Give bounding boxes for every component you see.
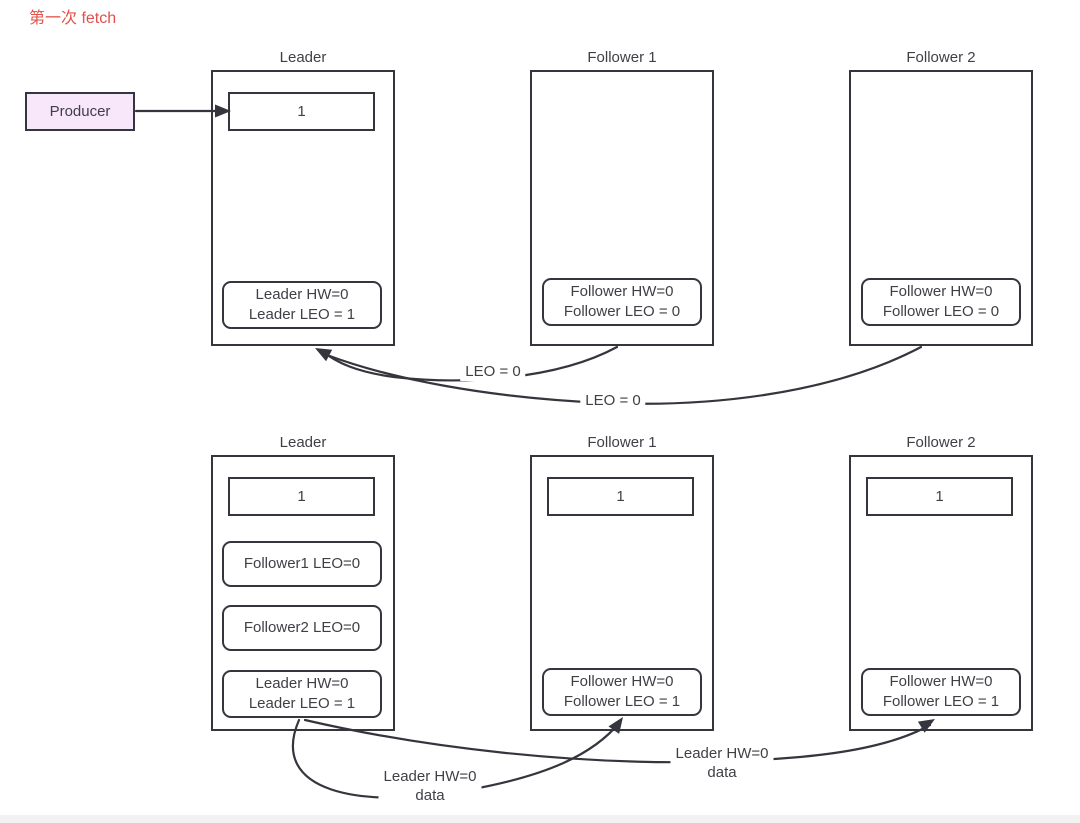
bottom-leader-record: 1 [228,477,375,516]
bottom-leader-follower2-leo: Follower2 LEO=0 [222,605,382,651]
top-follower2-info: Follower HW=0 Follower LEO = 0 [861,278,1021,326]
bottom-follower2-title: Follower 2 [906,434,976,451]
bottom-leader-hw: Leader HW=0 [255,675,349,692]
fetch-label-follower1: LEO = 0 [460,362,526,381]
bottom-follower2-node: 1 Follower HW=0 Follower LEO = 1 [849,455,1033,731]
top-follower2-hw: Follower HW=0 [889,283,993,300]
bottom-follower2-leo: Follower LEO = 1 [882,693,1000,710]
bottom-follower1-leo: Follower LEO = 1 [563,693,681,710]
top-leader-title: Leader [279,49,327,66]
bottom-leader-node: 1 Follower1 LEO=0 Follower2 LEO=0 Leader… [211,455,395,731]
page-title: 第一次 fetch [29,10,117,27]
top-leader-node: 1 Leader HW=0 Leader LEO = 1 [211,70,395,346]
response-label-follower2-line2: data [707,764,737,781]
response-label-follower2: Leader HW=0 data [670,744,774,782]
top-leader-info: Leader HW=0 Leader LEO = 1 [222,281,382,329]
top-follower2-leo: Follower LEO = 0 [882,303,1000,320]
bottom-leader-leo: Leader LEO = 1 [248,695,356,712]
bottom-follower2-info: Follower HW=0 Follower LEO = 1 [861,668,1021,716]
bottom-leader-title: Leader [279,434,327,451]
bottom-leader-follower2-leo-text: Follower2 LEO=0 [243,619,361,636]
bottom-follower1-hw: Follower HW=0 [570,673,674,690]
fetch-label-follower2: LEO = 0 [580,391,646,410]
response-label-follower1: Leader HW=0 data [378,767,482,805]
bottom-leader-follower1-leo-text: Follower1 LEO=0 [243,555,361,572]
top-follower1-title: Follower 1 [587,49,657,66]
top-leader-record: 1 [228,92,375,131]
response-label-follower1-line1: Leader HW=0 [383,768,477,785]
top-leader-leo: Leader LEO = 1 [248,306,356,323]
top-leader-hw: Leader HW=0 [255,286,349,303]
bottom-edge-strip [0,815,1080,823]
top-follower1-leo: Follower LEO = 0 [563,303,681,320]
bottom-leader-follower1-leo: Follower1 LEO=0 [222,541,382,587]
bottom-follower2-hw: Follower HW=0 [889,673,993,690]
bottom-leader-info: Leader HW=0 Leader LEO = 1 [222,670,382,718]
top-follower2-title: Follower 2 [906,49,976,66]
bottom-follower2-record: 1 [866,477,1013,516]
response-label-follower1-line2: data [415,787,445,804]
bottom-follower1-record: 1 [547,477,694,516]
bottom-follower1-title: Follower 1 [587,434,657,451]
producer-node: Producer [25,92,135,131]
response-label-follower2-line1: Leader HW=0 [675,745,769,762]
top-follower1-hw: Follower HW=0 [570,283,674,300]
top-follower1-node: Follower HW=0 Follower LEO = 0 [530,70,714,346]
bottom-follower1-info: Follower HW=0 Follower LEO = 1 [542,668,702,716]
top-follower2-node: Follower HW=0 Follower LEO = 0 [849,70,1033,346]
top-follower1-info: Follower HW=0 Follower LEO = 0 [542,278,702,326]
bottom-follower1-node: 1 Follower HW=0 Follower LEO = 1 [530,455,714,731]
